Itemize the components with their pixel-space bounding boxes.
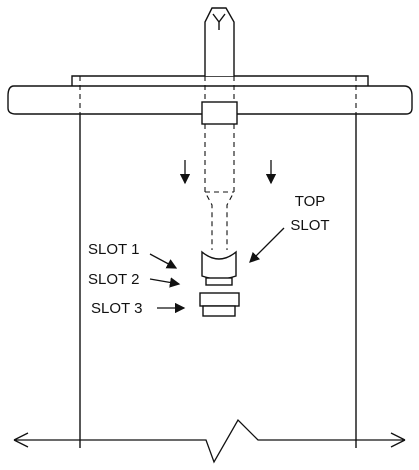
plate-raised-step (71, 75, 369, 86)
slot-1-label: SLOT 1 (88, 241, 139, 258)
shaft-collar (201, 101, 238, 125)
top-slot-label-line1: TOP (295, 193, 326, 210)
slot-2-block (199, 292, 240, 307)
top-slot-label-line2: SLOT (290, 217, 329, 234)
hidden-edges (79, 76, 357, 114)
slot-assembly (199, 250, 240, 317)
slot-1-band (205, 277, 233, 286)
shaft-top (204, 7, 235, 76)
label-arrows (149, 227, 285, 314)
labels: TOP SLOT SLOT 1 SLOT 2 SLOT 3 (88, 193, 330, 317)
slot-3-block (202, 305, 236, 317)
down-arrows (179, 160, 277, 185)
slot-3-label: SLOT 3 (91, 300, 142, 317)
shaft-group (201, 7, 238, 125)
break-arrow-left (13, 432, 29, 448)
top-slot-arrow (249, 227, 285, 263)
break-line (13, 418, 406, 464)
walls (79, 114, 357, 448)
slot-2-arrow (149, 277, 181, 288)
top-plate (7, 85, 413, 115)
break-arrow-right (390, 432, 406, 448)
break-line-path (14, 418, 405, 464)
slot-2-label: SLOT 2 (88, 271, 139, 288)
top-slot-cup (201, 250, 237, 280)
slot-1-arrow (149, 253, 178, 269)
shaft-hidden (204, 124, 235, 250)
